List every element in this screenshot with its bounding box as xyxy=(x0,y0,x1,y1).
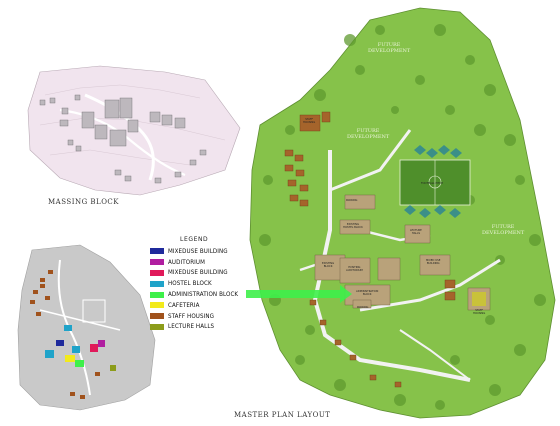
lecture-halls-label: LECTURE HALLS xyxy=(410,229,422,235)
legend-list: MIXEDUSE BUILDING AUDITORIUM MIXEDUSE BUIL… xyxy=(150,246,270,332)
legend-item: HOSTEL BLOCK xyxy=(150,278,270,289)
legend-label: ADMINISTRATION BLOCK xyxy=(168,291,239,299)
legend-label: MIXEDUSE BUILDING xyxy=(168,269,228,277)
legend-label: MIXEDUSE BUILDING xyxy=(168,247,228,255)
legend-item: ADMINISTRATION BLOCK xyxy=(150,289,270,300)
legend-swatch xyxy=(150,280,164,287)
parking-bottom-label: PARKING xyxy=(357,306,369,309)
massing-block-caption: MASSING BLOCK xyxy=(48,198,120,206)
existing-block-label: EXISTING BLOCK xyxy=(322,262,335,268)
legend-item: CAFETERIA xyxy=(150,300,270,311)
legend-swatch xyxy=(150,259,164,266)
future-development-label-right: FUTURE DEVELOPMENT xyxy=(482,224,525,236)
football-pitch-label: FOOTBALL PITCH xyxy=(421,182,443,185)
parking-top-label: PARKING xyxy=(346,199,358,202)
mixed-use-building-label: MIXED USE BUILDING xyxy=(426,259,441,265)
legend-title: LEGEND xyxy=(180,236,209,243)
legend-label: LECTURE HALLS xyxy=(168,323,215,331)
legend-swatch xyxy=(150,248,164,255)
legend-swatch xyxy=(150,323,164,330)
legend-swatch xyxy=(150,269,164,276)
legend-item: STAFF HOUSING xyxy=(150,311,270,322)
legend-label: AUDITORIUM xyxy=(168,258,205,266)
legend-swatch xyxy=(150,302,164,309)
legend-label: CAFETERIA xyxy=(168,301,200,309)
master-plan-caption: MASTER PLAN LAYOUT xyxy=(234,411,331,419)
existing-hostel-label: EXISTING HOSTEL BLOCK xyxy=(343,223,363,229)
auditorium-label: EXISTING AUDITORIUM xyxy=(346,266,363,272)
staff-housing-label: STAFF HOUSING xyxy=(303,118,316,124)
legend-label: HOSTEL BLOCK xyxy=(168,280,212,288)
massing-blocks xyxy=(39,94,207,184)
staff-housing-right-label: STAFF HOUSING xyxy=(473,309,486,315)
legend-swatch xyxy=(150,313,164,320)
future-development-label-mid: FUTURE DEVELOPMENT xyxy=(347,128,390,140)
future-development-label-top: FUTURE DEVELOPMENT xyxy=(368,42,411,54)
administration-block-label: ADMINISTRATION BLOCK xyxy=(356,290,379,296)
legend-item: LECTURE HALLS xyxy=(150,322,270,333)
legend-site-plan xyxy=(17,244,156,411)
administration-pointer-arrow xyxy=(246,285,352,303)
legend-label: STAFF HOUSING xyxy=(168,312,215,320)
legend-item: AUDITORIUM xyxy=(150,257,270,268)
legend-item: MIXEDUSE BUILDING xyxy=(150,246,270,257)
master-plan-site xyxy=(249,7,556,419)
legend-swatch xyxy=(150,291,164,298)
legend-item: MIXEDUSE BUILDING xyxy=(150,268,270,279)
